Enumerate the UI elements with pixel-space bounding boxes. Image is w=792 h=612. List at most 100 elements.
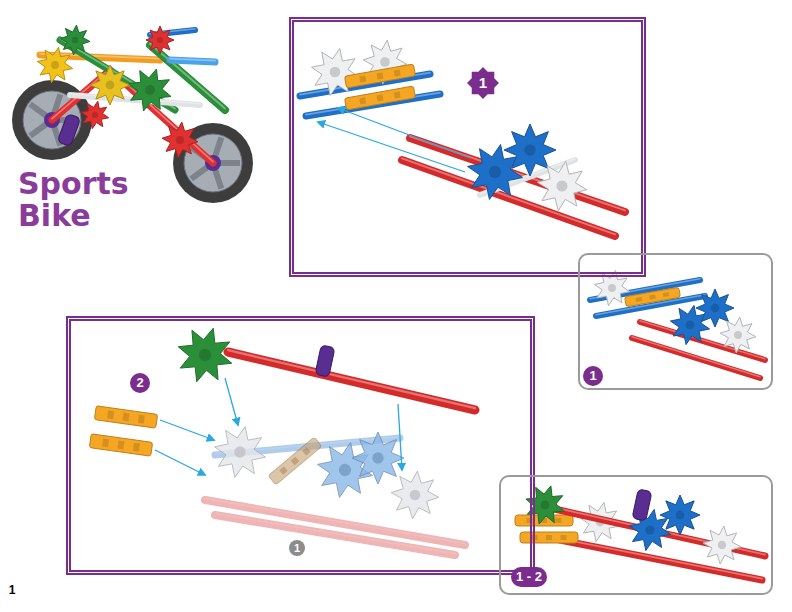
- spacer-piece: [89, 434, 152, 456]
- step-number: 2: [130, 373, 150, 393]
- result-1-illustration: [590, 270, 765, 378]
- spacer-hole: [359, 98, 366, 105]
- connector-piece: [90, 65, 130, 105]
- step-2-illustration: [89, 328, 475, 555]
- step-panel: 1: [289, 17, 646, 277]
- spacer-piece: [344, 86, 415, 110]
- assembly-arrow: [338, 108, 470, 158]
- spacer-group: [344, 64, 415, 88]
- connector-piece: [81, 101, 108, 128]
- step-number: 1: [583, 366, 603, 386]
- spacer-hole: [107, 410, 114, 419]
- connector-center: [145, 85, 155, 95]
- result-panel: 1 - 2: [499, 475, 773, 595]
- connector-center: [410, 490, 421, 501]
- connector-center: [734, 331, 742, 339]
- spacer-hole: [649, 295, 656, 300]
- spacer-hole: [561, 535, 567, 540]
- connector-center: [676, 511, 685, 520]
- rod-highlight: [228, 350, 475, 408]
- connector-center: [176, 136, 184, 144]
- clip-piece: [57, 114, 80, 147]
- step-1-illustration: [300, 40, 625, 236]
- connector-center: [524, 144, 535, 155]
- step-star-badge: [466, 66, 500, 100]
- connector-center: [608, 284, 616, 292]
- spacer-hole: [556, 518, 562, 523]
- connector-center: [106, 81, 115, 90]
- result-panel: 1: [578, 253, 773, 390]
- connector-center: [51, 61, 59, 69]
- clip-piece: [315, 345, 335, 377]
- connector-piece: [311, 48, 358, 95]
- title: Sports Bike: [18, 168, 138, 232]
- connector-piece: [703, 526, 741, 564]
- spacer-group: [344, 86, 415, 110]
- connector-center: [234, 446, 245, 457]
- connector-piece: [146, 26, 174, 54]
- spacer-group: [625, 287, 681, 306]
- connector-piece: [162, 122, 198, 158]
- connector-center: [645, 525, 654, 534]
- connector-piece: [60, 25, 90, 55]
- connector-center: [72, 37, 79, 44]
- spacer-hole: [133, 443, 140, 452]
- connector-piece: [660, 495, 700, 535]
- connector-piece: [215, 427, 266, 478]
- spacer-hole: [279, 466, 287, 474]
- connector-center: [199, 349, 211, 361]
- clip-piece: [632, 489, 652, 521]
- spacer-group: [268, 437, 322, 485]
- rod-highlight: [150, 43, 225, 108]
- connector-piece: [178, 328, 231, 381]
- rod: [215, 515, 455, 555]
- connector-center: [372, 452, 383, 463]
- spacer-hole: [291, 457, 299, 465]
- connector-center: [711, 304, 719, 312]
- connector-center: [157, 37, 163, 43]
- connector-piece: [720, 317, 756, 353]
- connector-center: [380, 57, 390, 67]
- step-panel: 2: [66, 316, 535, 575]
- spacer-hole: [122, 413, 129, 422]
- assembly-arrow: [160, 420, 214, 440]
- page-number: 1: [9, 583, 16, 597]
- assembly-arrow: [155, 450, 205, 475]
- connector-piece: [352, 432, 404, 484]
- spacer-hole: [302, 447, 310, 455]
- spacer-hole: [377, 73, 384, 80]
- step-number: 1: [479, 73, 487, 93]
- spacer-hole: [138, 415, 145, 424]
- spacer-hole: [636, 297, 643, 302]
- spacer-group: [89, 434, 152, 456]
- connector-center: [541, 501, 550, 510]
- spacer-piece: [268, 437, 322, 485]
- callout-number: 1: [289, 540, 305, 556]
- connector-center: [718, 541, 726, 549]
- connector-center: [686, 321, 695, 330]
- step-number: 1 - 2: [511, 567, 547, 587]
- assembly-arrow: [318, 122, 465, 172]
- spacer-hole: [359, 76, 366, 83]
- spacer-piece: [520, 532, 578, 543]
- spacer-piece: [94, 406, 157, 428]
- connector-center: [92, 112, 98, 118]
- rod-highlight: [170, 59, 215, 61]
- spacer-hole: [377, 95, 384, 102]
- assembly-arrow: [398, 404, 402, 470]
- rod-highlight: [215, 513, 455, 553]
- rod: [228, 352, 475, 410]
- assembly-arrow: [225, 378, 238, 425]
- spacer-hole: [102, 438, 109, 447]
- spacer-piece: [344, 64, 415, 88]
- spacer-group: [520, 532, 578, 543]
- connector-center: [339, 464, 351, 476]
- connector-center: [489, 166, 501, 178]
- connector-piece: [37, 47, 72, 82]
- spacer-hole: [663, 292, 670, 297]
- connector-center: [557, 181, 568, 192]
- connector-piece: [391, 471, 439, 519]
- spacer-group: [94, 406, 157, 428]
